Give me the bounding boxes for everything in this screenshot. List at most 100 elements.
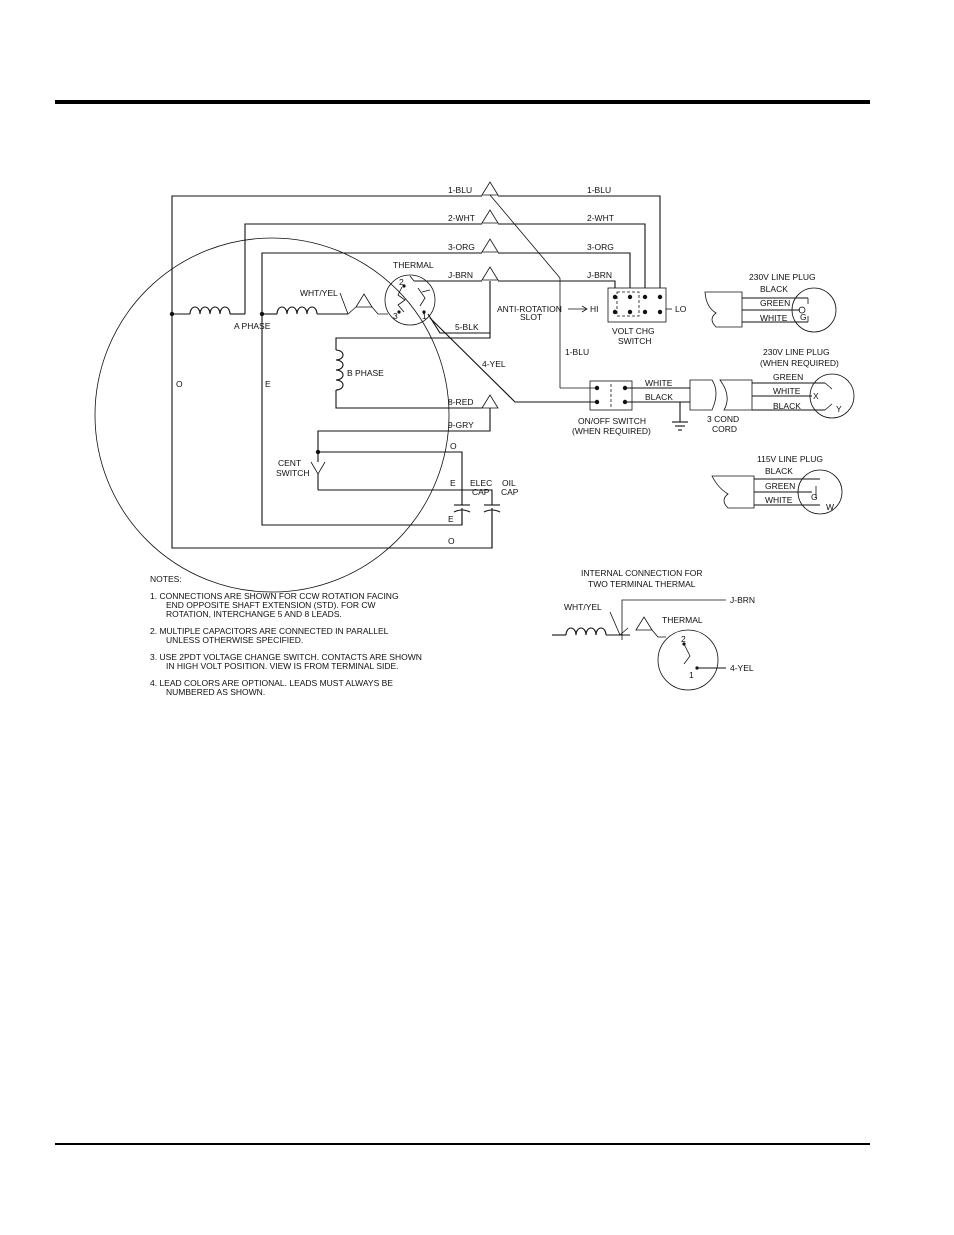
b-phase-winding xyxy=(335,333,491,409)
plug-115v-g: G xyxy=(811,492,818,502)
label-j-brn-right: J-BRN xyxy=(587,270,612,280)
label-cent-switch-2: SWITCH xyxy=(276,468,310,478)
inset-title-2: TWO TERMINAL THERMAL xyxy=(588,579,696,589)
label-e-cap: E xyxy=(448,514,454,524)
label-anti-rotation: ANTI-ROTATION xyxy=(497,304,562,314)
label-terminal-1: 1 xyxy=(422,311,427,321)
note-4a: 4. LEAD COLORS ARE OPTIONAL. LEADS MUST … xyxy=(150,678,393,688)
plug-230v-req-title: 230V LINE PLUG xyxy=(763,347,830,357)
wire-2-wht xyxy=(244,223,646,314)
plug-230v-title: 230V LINE PLUG xyxy=(749,272,816,282)
note-1b: END OPPOSITE SHAFT EXTENSION (STD). FOR … xyxy=(166,600,376,610)
label-o-bottom: O xyxy=(448,536,455,546)
wire-9-gry xyxy=(310,408,493,505)
label-o-mid: O xyxy=(450,441,457,451)
label-cent-switch-1: CENT xyxy=(278,458,301,468)
label-4-yel: 4-YEL xyxy=(482,359,506,369)
inset-thermal: THERMAL xyxy=(662,615,703,625)
plug-230v-green: GREEN xyxy=(760,298,790,308)
label-elec-cap-2: CAP xyxy=(472,487,490,497)
label-2-wht: 2-WHT xyxy=(448,213,475,223)
plug-230v-req-y: Y xyxy=(836,404,842,414)
plug-230v xyxy=(704,287,837,333)
plug-115v xyxy=(711,469,843,515)
label-black: BLACK xyxy=(645,392,673,402)
label-b-phase: B PHASE xyxy=(347,368,384,378)
inset-j-brn: J-BRN xyxy=(730,595,755,605)
plug-230v-req-green: GREEN xyxy=(773,372,803,382)
label-1-blu-lower: 1-BLU xyxy=(565,347,589,357)
note-4b: NUMBERED AS SHOWN. xyxy=(166,687,265,697)
label-white: WHITE xyxy=(645,378,673,388)
label-5-blk: 5-BLK xyxy=(455,322,479,332)
volt-change-switch xyxy=(568,287,672,323)
inset-4-yel: 4-YEL xyxy=(730,663,754,673)
wire-4-yel xyxy=(429,317,596,403)
plug-230v-req-x: X xyxy=(813,391,819,401)
wire-5-blk xyxy=(427,281,491,334)
inset-terminal-2: 2 xyxy=(681,634,686,644)
capacitors xyxy=(453,504,501,548)
label-j-brn: J-BRN xyxy=(448,270,473,280)
label-terminal-2: 2 xyxy=(399,277,404,287)
note-3a: 3. USE 2PDT VOLTAGE CHANGE SWITCH. CONTA… xyxy=(150,652,422,662)
label-oil-cap-2: CAP xyxy=(501,487,519,497)
plug-115v-w: W xyxy=(826,502,834,512)
plug-115v-white: WHITE xyxy=(765,495,793,505)
plug-115v-title: 115V LINE PLUG xyxy=(757,454,823,464)
on-off-switch xyxy=(589,380,690,431)
plug-230v-black: BLACK xyxy=(760,284,788,294)
label-8-red: 8-RED xyxy=(448,397,474,407)
cord-3-cond xyxy=(689,379,753,411)
plug-230v-req-black: BLACK xyxy=(773,401,801,411)
notes-heading: NOTES: xyxy=(150,574,182,584)
inset-terminal-1: 1 xyxy=(689,670,694,680)
top-rule xyxy=(55,100,870,104)
a-phase-winding xyxy=(169,292,388,317)
label-volt-chg-switch: SWITCH xyxy=(618,336,652,346)
label-wht-yel: WHT/YEL xyxy=(300,288,338,298)
label-on-off-switch: ON/OFF SWITCH xyxy=(578,416,646,426)
bottom-rule xyxy=(55,1143,870,1145)
label-thermal: THERMAL xyxy=(393,260,434,270)
label-e-left: E xyxy=(265,379,271,389)
note-1c: ROTATION, INTERCHANGE 5 AND 8 LEADS. xyxy=(166,609,342,619)
motor-outline xyxy=(94,237,450,593)
label-lo: LO xyxy=(675,304,687,314)
plug-230v-req-when: (WHEN REQUIRED) xyxy=(760,358,839,368)
note-2b: UNLESS OTHERWISE SPECIFIED. xyxy=(166,635,303,645)
label-2-wht-right: 2-WHT xyxy=(587,213,614,223)
label-9-gry: 9-GRY xyxy=(448,420,474,430)
plug-230v-req-white: WHITE xyxy=(773,386,801,396)
label-terminal-3: 3 xyxy=(393,311,398,321)
plug-115v-green: GREEN xyxy=(765,481,795,491)
label-1-blu-right: 1-BLU xyxy=(587,185,611,195)
label-oil-cap-1: OIL xyxy=(502,478,516,488)
label-e-mid: E xyxy=(450,478,456,488)
label-3-cond: 3 COND xyxy=(707,414,739,424)
plug-230v-g: G xyxy=(800,312,807,322)
inset-two-terminal-thermal xyxy=(552,599,726,691)
plug-230v-white: WHITE xyxy=(760,313,788,323)
note-3b: IN HIGH VOLT POSITION. VIEW IS FROM TERM… xyxy=(166,661,399,671)
label-o-left: O xyxy=(176,379,183,389)
label-hi: HI xyxy=(590,304,599,314)
note-2a: 2. MULTIPLE CAPACITORS ARE CONNECTED IN … xyxy=(150,626,389,636)
inset-wht-yel: WHT/YEL xyxy=(564,602,602,612)
thermal-protector xyxy=(384,274,436,326)
plug-230v-when-required xyxy=(752,373,855,419)
label-a-phase: A PHASE xyxy=(234,321,271,331)
plug-115v-black: BLACK xyxy=(765,466,793,476)
label-1-blu: 1-BLU xyxy=(448,185,472,195)
label-3-org: 3-ORG xyxy=(448,242,475,252)
note-1a: 1. CONNECTIONS ARE SHOWN FOR CCW ROTATIO… xyxy=(150,591,399,601)
label-cord: CORD xyxy=(712,424,737,434)
label-3-org-right: 3-ORG xyxy=(587,242,614,252)
inset-title-1: INTERNAL CONNECTION FOR xyxy=(581,568,703,578)
label-anti-rotation-slot: SLOT xyxy=(520,312,542,322)
wire-j-brn xyxy=(414,280,616,288)
label-on-off-when-required: (WHEN REQUIRED) xyxy=(572,426,651,436)
label-volt-chg: VOLT CHG xyxy=(612,326,655,336)
label-elec-cap-1: ELEC xyxy=(470,478,492,488)
